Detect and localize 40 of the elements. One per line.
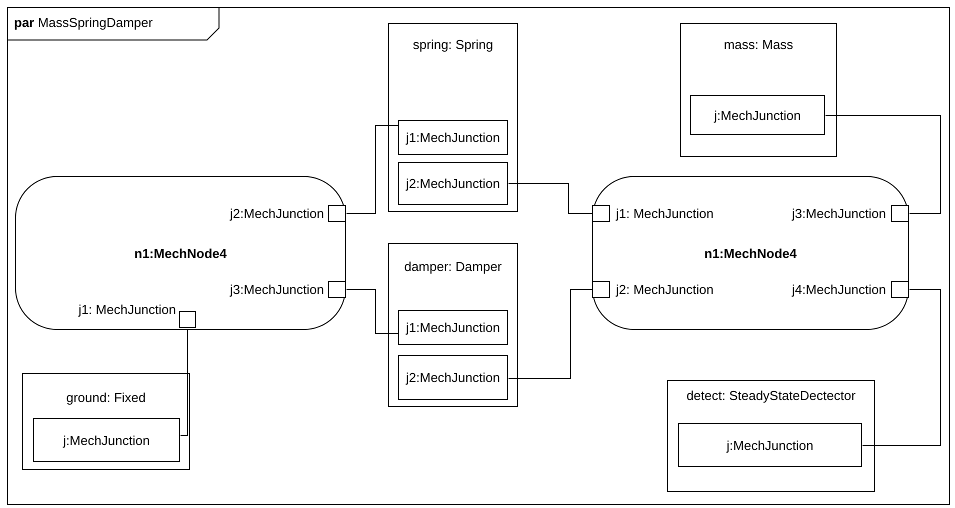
frame-title: par MassSpringDamper xyxy=(14,15,153,30)
port xyxy=(592,281,610,298)
connector xyxy=(508,289,593,379)
part-property: j1:MechJunction xyxy=(398,310,508,345)
block xyxy=(22,373,190,470)
block-title: detect: SteadyStateDectector xyxy=(685,388,857,404)
port xyxy=(891,205,909,222)
port xyxy=(328,281,346,298)
diagram-frame xyxy=(7,7,950,505)
block xyxy=(388,23,518,212)
block-title: ground: Fixed xyxy=(65,390,147,406)
block-title: spring: Spring xyxy=(412,37,494,53)
port xyxy=(592,205,610,222)
connector xyxy=(346,289,399,334)
port xyxy=(328,205,346,222)
part-property: j1:MechJunction xyxy=(398,120,508,155)
connector xyxy=(346,125,399,214)
connector xyxy=(508,183,593,214)
part-property: j2:MechJunction xyxy=(398,355,508,400)
block xyxy=(388,243,518,407)
port-label: j3:MechJunction xyxy=(230,282,324,298)
part-property: j:MechJunction xyxy=(33,418,180,462)
port-label: j1: MechJunction xyxy=(78,302,176,318)
block xyxy=(667,380,875,492)
port-label: j2:MechJunction xyxy=(230,206,324,222)
port-label: j3:MechJunction xyxy=(792,206,886,222)
part-property: j:MechJunction xyxy=(690,95,825,135)
part-property: j2:MechJunction xyxy=(398,162,508,205)
connector xyxy=(180,328,188,436)
block xyxy=(680,23,837,157)
connector xyxy=(862,289,941,446)
port-label: j2: MechJunction xyxy=(616,282,714,298)
port xyxy=(891,281,909,298)
part-property: j:MechJunction xyxy=(678,423,862,467)
port-label: j4:MechJunction xyxy=(792,282,886,298)
port-label: j1: MechJunction xyxy=(616,206,714,222)
connector xyxy=(825,115,941,214)
block-title: mass: Mass xyxy=(722,37,794,53)
port xyxy=(179,311,196,328)
block-title: damper: Damper xyxy=(403,259,503,275)
